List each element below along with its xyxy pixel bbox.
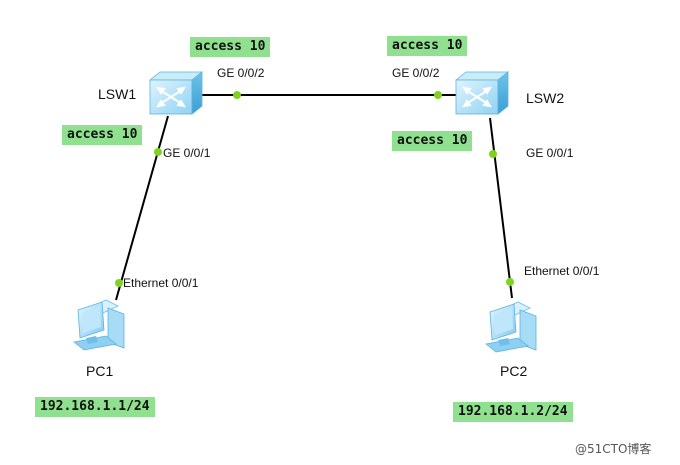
pc-label-pc1: PC1 [86,363,114,379]
port-label-lsw2-ge002: GE 0/0/2 [392,66,440,80]
pc-icon[interactable] [485,301,537,353]
switch-icon[interactable] [149,71,203,115]
watermark: @51CTO博客 [575,442,652,456]
switch-label-lsw1: LSW1 [98,86,137,102]
port-dot-pc2-eth [506,278,514,286]
vlan-tag-lsw1-ge002: access 10 [190,37,271,57]
port-dot-pc1-eth [115,279,123,287]
port-label-lsw1-ge001: GE 0/0/1 [163,146,211,160]
port-dot-lsw1-ge001 [154,148,162,156]
port-dot-lsw2-ge001 [489,150,497,158]
vlan-tag-lsw2-ge002: access 10 [387,36,468,56]
ip-tag-pc1: 192.168.1.1/24 [35,397,155,417]
port-dot-lsw2-ge002 [434,91,442,99]
switch-label-lsw2: LSW2 [526,90,565,106]
port-label-pc1-eth: Ethernet 0/0/1 [123,276,199,290]
link-lsw1-pc1 [115,115,169,301]
pc-label-pc2: PC2 [500,363,528,379]
ip-tag-pc2: 192.168.1.2/24 [453,402,573,422]
vlan-tag-lsw2-ge001: access 10 [392,131,473,151]
pc-icon[interactable] [73,299,125,351]
port-label-pc2-eth: Ethernet 0/0/1 [524,264,600,278]
port-label-lsw2-ge001: GE 0/0/1 [526,146,574,160]
port-dot-lsw1-ge002 [233,91,241,99]
vlan-tag-lsw1-ge001: access 10 [62,125,143,145]
link-lsw2-pc2 [489,117,513,299]
switch-icon[interactable] [455,71,509,115]
port-label-lsw1-ge002: GE 0/0/2 [217,66,265,80]
